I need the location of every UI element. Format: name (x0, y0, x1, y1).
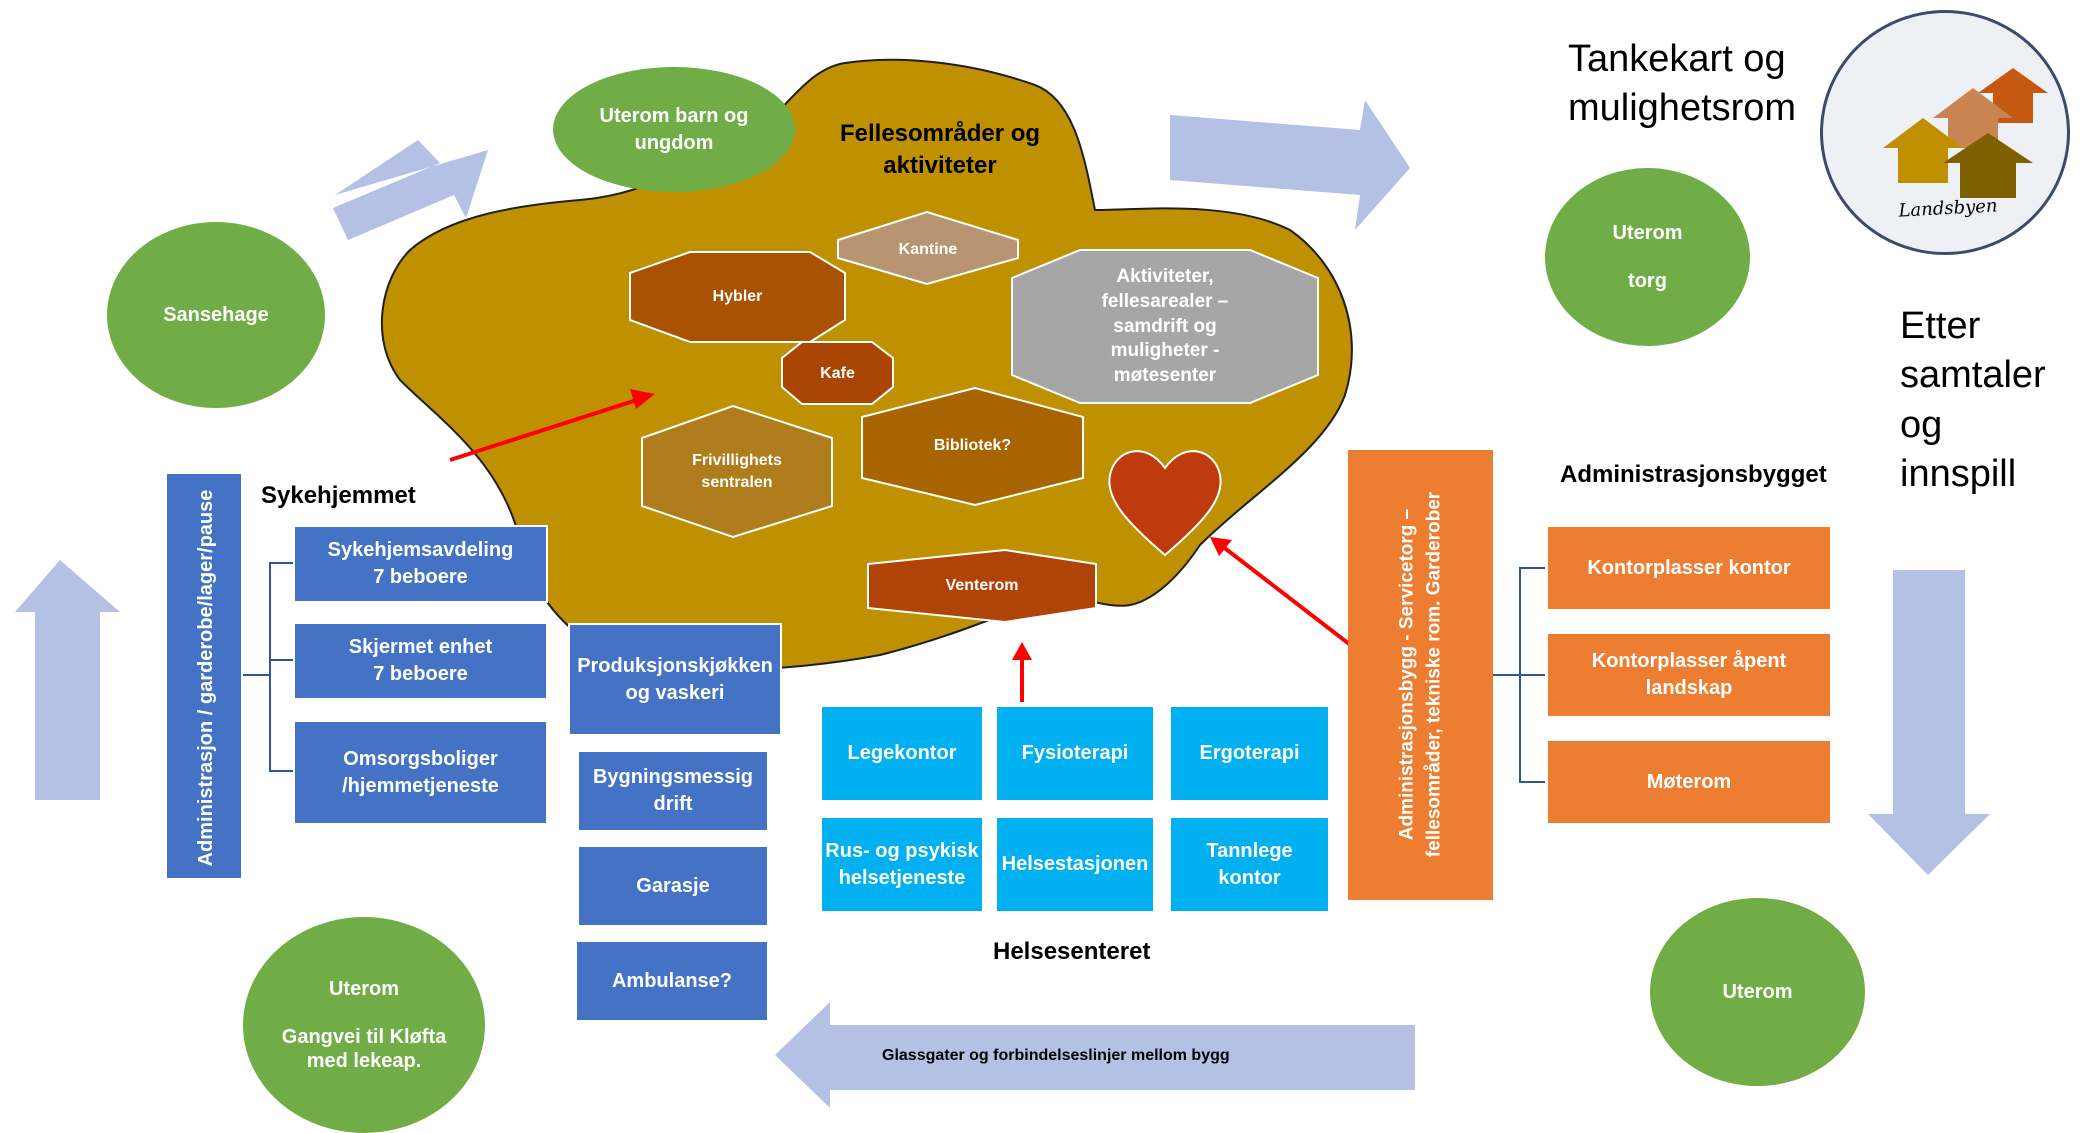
sykehjem-label: Sykehjemmet (261, 482, 416, 509)
arrow-up-left (15, 560, 120, 800)
side-note: Etter samtaler og innspill (1900, 305, 2046, 496)
hex-kafe (781, 341, 894, 405)
outdoor-torg: Uterom torg (1545, 168, 1750, 346)
connectors (242, 562, 1545, 783)
helsesenter-label: Helsesenteret (993, 938, 1151, 965)
service-unit: Ambulanse? (575, 940, 769, 1022)
hex-venterom (867, 548, 1097, 624)
page-title: Tankekart og mulighetsrom (1568, 38, 1797, 130)
hex-label-kafe: Kafe (820, 365, 855, 383)
blob-title: Fellesområder og aktiviteter (839, 119, 1041, 179)
outdoor-barn: Uterom barn og ungdom (553, 67, 795, 192)
sykehjem-side-bar: Administrasjon / garderobe/lager/pause (165, 472, 243, 880)
admin-unit: Kontorplasser kontor (1548, 527, 1830, 609)
outdoor-uterom: Uterom (1650, 898, 1865, 1086)
hex-kantine (837, 210, 1019, 286)
red-arrows (449, 389, 1372, 702)
hex-hybler (629, 251, 846, 343)
arrow-diagonal (333, 140, 488, 240)
service-unit: Produksjonskjøkken og vaskeri (568, 623, 782, 736)
arrow-down-right (1868, 570, 1990, 875)
hex-label-bibliotek: Bibliotek? (933, 437, 1012, 455)
helse-unit: Ergoterapi (1171, 707, 1328, 800)
hex-label-aktiviteter: Aktiviteter, fellesarealer – samdrift og… (1101, 266, 1229, 387)
connection-label: Glassgater og forbindelseslinjer mellom … (882, 1047, 1230, 1064)
helse-unit: Helsestasjonen (997, 818, 1153, 911)
arrow-left-bottom (775, 1002, 1415, 1108)
helse-unit: Fysioterapi (997, 707, 1153, 800)
hex-label-hybler: Hybler (712, 288, 763, 306)
helse-unit: Tannlege kontor (1171, 818, 1328, 911)
admin-side-bar-label: Administrasjonsbygg - Servicetorg – fell… (1396, 491, 1444, 858)
admin-side-bar: Administrasjonsbygg - Servicetorg – fell… (1348, 450, 1493, 900)
helse-unit: Rus- og psykisk helsetjeneste (822, 818, 982, 911)
admin-label: Administrasjonsbygget (1560, 461, 1827, 488)
hex-frivillighet (641, 404, 833, 539)
heart-icon (1108, 450, 1222, 557)
sykehjem-unit: Skjermet enhet 7 beboere (293, 622, 548, 700)
helse-unit: Legekontor (822, 707, 982, 800)
service-unit: Bygningsmessig drift (577, 750, 769, 832)
houses-icon (1883, 68, 2048, 198)
hex-label-kantine: Kantine (898, 241, 958, 259)
sykehjem-unit: Omsorgsboliger /hjemmetjeneste (293, 720, 548, 825)
sykehjem-unit: Sykehjemsavdeling 7 beboere (293, 525, 548, 603)
hex-label-frivillighet: Frivillighets sentralen (692, 452, 782, 491)
logo: Landsbyen (1820, 10, 2070, 255)
sykehjem-side-bar-label: Administrasjon / garderobe/lager/pause (195, 489, 217, 867)
hex-bibliotek (861, 386, 1084, 507)
admin-unit: Møterom (1548, 741, 1830, 823)
hex-label-venterom: Venterom (945, 577, 1019, 595)
service-unit: Garasje (577, 845, 769, 927)
outdoor-gangvei: Uterom Gangvei til Kløfta med lekeap. (243, 917, 485, 1133)
hex-aktiviteter (1011, 249, 1319, 404)
outdoor-sansehage: Sansehage (107, 222, 325, 408)
arrow-right-top (1170, 100, 1410, 230)
admin-unit: Kontorplasser åpent landskap (1548, 634, 1830, 716)
